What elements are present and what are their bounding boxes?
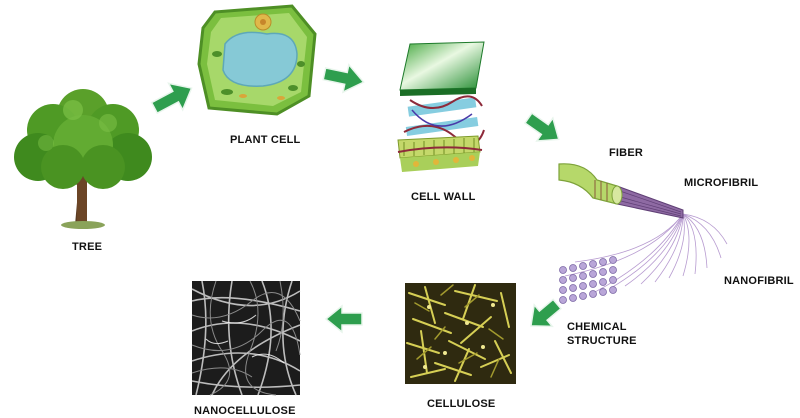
cell-wall-image bbox=[397, 41, 485, 172]
plant-cell-label: PLANT CELL bbox=[230, 134, 301, 146]
microfibril-label: MICROFIBRIL bbox=[684, 177, 759, 189]
right-arrow-icon bbox=[150, 82, 193, 115]
down-right-arrow-icon bbox=[523, 112, 560, 142]
chemical-structure-label-line1: CHEMICAL bbox=[567, 321, 627, 333]
right-arrow-icon bbox=[322, 63, 365, 94]
left-arrow-icon bbox=[324, 304, 363, 334]
down-left-arrow-icon bbox=[530, 298, 562, 328]
chemical-structure-label-line2: STRUCTURE bbox=[567, 335, 637, 347]
tree-label: TREE bbox=[72, 241, 103, 253]
fiber-label: FIBER bbox=[609, 147, 643, 159]
tree-image bbox=[14, 89, 152, 229]
nanocellulose-image bbox=[191, 280, 301, 396]
nanofibril-label: NANOFIBRIL bbox=[724, 275, 794, 287]
plant-cell-image bbox=[197, 4, 317, 116]
fiber-hierarchy-image bbox=[558, 163, 728, 304]
nanocellulose-label: NANOCELLULOSE bbox=[194, 405, 296, 417]
cell-wall-label: CELL WALL bbox=[411, 191, 476, 203]
cellulose-image bbox=[405, 283, 516, 384]
cellulose-label: CELLULOSE bbox=[427, 398, 496, 410]
